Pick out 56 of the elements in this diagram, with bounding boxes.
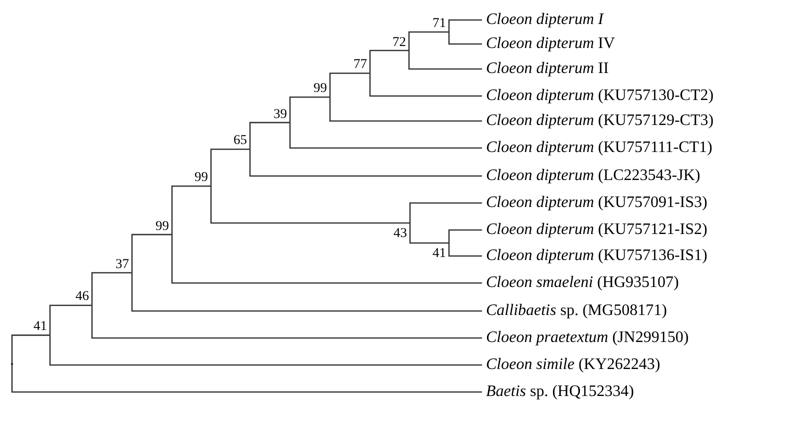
tree-branch xyxy=(49,304,92,336)
tree-branch xyxy=(171,185,211,235)
tree-branch xyxy=(289,96,330,123)
taxon-label: Cloeon dipterum II xyxy=(486,60,609,78)
taxon-label: Cloeon dipterum (KU757091-IS3) xyxy=(486,194,708,212)
taxon-label: Cloeon simile (KY262243) xyxy=(486,356,660,374)
bootstrap-value: 65 xyxy=(234,133,247,148)
tree-branch xyxy=(11,334,50,364)
bootstrap-value: 99 xyxy=(194,170,208,184)
tree-branch xyxy=(249,149,482,177)
taxon-label: Baetis sp. (HQ152334) xyxy=(486,383,634,401)
taxon-label: Cloeon smaeleni (HG935107) xyxy=(486,274,679,292)
bootstrap-value: 37 xyxy=(116,256,129,271)
tree-branch xyxy=(91,272,132,306)
bootstrap-value: 46 xyxy=(76,289,89,304)
tree-branch xyxy=(131,272,482,312)
bootstrap-value: 41 xyxy=(34,319,47,334)
bootstrap-value: 41 xyxy=(432,246,446,260)
taxon-label: Callibaetis sp. (MG508171) xyxy=(486,302,667,320)
tree-branch xyxy=(289,122,482,149)
taxon-label: Cloeon dipterum (KU757130-CT2) xyxy=(486,87,714,105)
tree-branch xyxy=(11,364,482,393)
tree-branch xyxy=(408,31,449,50)
taxon-label: Cloeon dipterum (KU757111-CT1) xyxy=(486,139,712,157)
tree-branch xyxy=(131,234,172,273)
taxon-label: Cloeon dipterum (KU757129-CT3) xyxy=(486,112,714,130)
tree-branch xyxy=(171,234,482,284)
bootstrap-value: 71 xyxy=(432,16,446,30)
tree-branch xyxy=(369,50,409,74)
taxon-label: Cloeon dipterum (KU757121-IS2) xyxy=(486,221,708,239)
tree-branch xyxy=(369,73,482,97)
tree-branch xyxy=(329,97,482,122)
bootstrap-value: 43 xyxy=(394,226,407,240)
tree-branch xyxy=(329,72,370,98)
tree-branch xyxy=(448,19,482,32)
tree-branch xyxy=(409,202,482,223)
taxon-label: Cloeon praetextum (JN299150) xyxy=(486,329,689,347)
tree-branch xyxy=(210,186,410,224)
taxon-label: Cloeon dipterum IV xyxy=(486,35,615,53)
bootstrap-value: 72 xyxy=(392,34,406,48)
taxon-label: Cloeon dipterum I xyxy=(486,11,604,29)
tree-branch xyxy=(448,32,482,45)
bootstrap-value: 99 xyxy=(314,81,327,96)
bootstrap-value: 39 xyxy=(274,106,287,121)
bootstrap-value: 77 xyxy=(354,57,367,72)
tree-branch xyxy=(448,229,482,243)
tree-branch xyxy=(448,243,482,257)
tree-branch xyxy=(49,335,482,366)
tree-branch xyxy=(409,223,449,244)
taxon-label: Cloeon dipterum (LC223543-JK) xyxy=(486,167,700,185)
taxon-label: Cloeon dipterum (KU757136-IS1) xyxy=(486,247,708,265)
tree-branch xyxy=(249,122,290,150)
bootstrap-value: 99 xyxy=(156,218,169,233)
tree-branch xyxy=(91,305,482,339)
tree-branch xyxy=(210,148,250,186)
tree-branch xyxy=(408,50,482,70)
